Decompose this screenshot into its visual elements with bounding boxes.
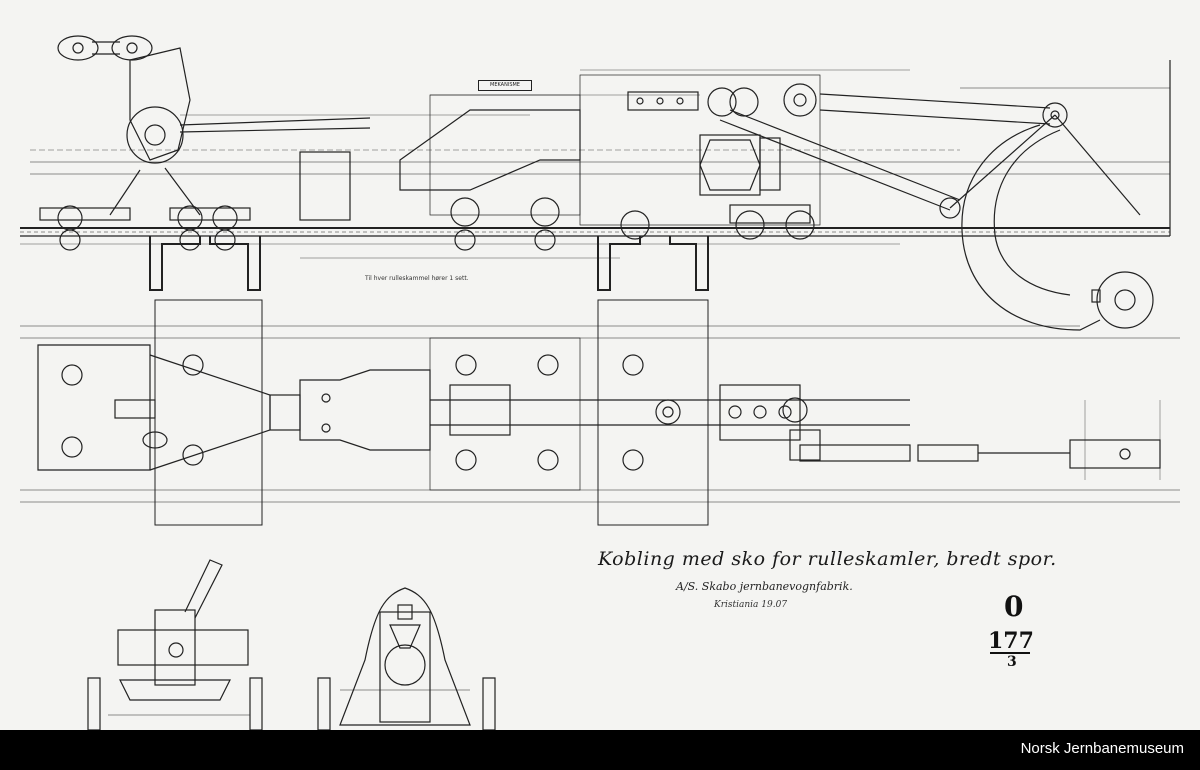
section-view-left xyxy=(87,559,263,730)
place-date-label: Kristiania 19.07 xyxy=(714,600,788,610)
section-view-center xyxy=(317,587,496,730)
drawing-number: 177 xyxy=(988,628,1034,654)
sheet-part: 3 xyxy=(1007,654,1017,670)
drawing-title: Kobling med sko for rulleskamler, bredt … xyxy=(598,548,1057,570)
manufacturer-label: A/S. Skabo jernbanevognfabrik. xyxy=(676,580,853,593)
sheet-number: 0 xyxy=(1004,590,1024,623)
drawing-stamp: MEKANISME xyxy=(478,80,532,91)
plan-view xyxy=(20,299,1180,526)
side-elevation-view xyxy=(20,35,1171,331)
left-note: Til hver rulleskammel hører 1 sett. xyxy=(365,275,469,282)
fraction-bar xyxy=(990,652,1030,654)
museum-brand: Norsk Jernbanemuseum xyxy=(1020,740,1184,757)
technical-drawing xyxy=(20,35,1180,730)
footer-bar: Norsk Jernbanemuseum xyxy=(0,730,1200,770)
